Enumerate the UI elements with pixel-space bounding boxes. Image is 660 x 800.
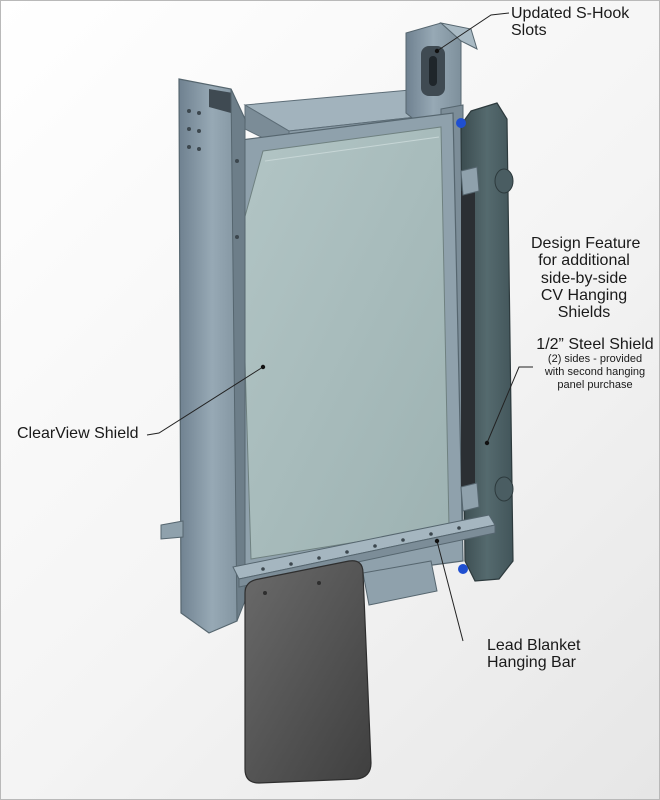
steel-side-shield <box>456 102 514 582</box>
label-design-line4: CV Hanging <box>540 286 628 304</box>
bolt-icon <box>458 564 468 574</box>
bolt-icon <box>456 118 466 128</box>
clearview-glass <box>240 126 450 560</box>
leader-steel-shield <box>486 366 533 444</box>
label-steel-line1: (2) sides - provided <box>547 353 643 366</box>
label-design-line2: for additional <box>538 252 630 270</box>
label-steel-title: 1/2” Steel Shield <box>536 336 654 353</box>
label-s-hook-line1: Updated S-Hook <box>511 5 630 22</box>
label-design-feature: Design Feature for additional side-by-si… <box>531 235 641 322</box>
lead-blanket <box>244 560 372 784</box>
label-lead-line1: Lead Blanket <box>487 637 581 654</box>
label-clearview: ClearView Shield <box>17 425 139 442</box>
leader-lead-bar <box>436 540 464 642</box>
leader-clearview <box>146 366 264 436</box>
label-design-line1: Design Feature <box>531 235 641 252</box>
label-design-line3: side-by-side <box>540 269 628 287</box>
label-lead-line2: Hanging Bar <box>487 654 576 672</box>
label-steel-shield: 1/2” Steel Shield (2) sides - provided w… <box>533 336 657 391</box>
label-design-line5: Shields <box>557 304 611 322</box>
left-upright-post <box>160 78 246 634</box>
leader-lines <box>146 12 533 642</box>
label-s-hook: Updated S-Hook Slots <box>511 5 629 40</box>
label-lead-blanket: Lead Blanket Hanging Bar <box>487 637 580 672</box>
label-steel-line2: with second hanging <box>544 365 646 378</box>
label-steel-line3: panel purchase <box>557 378 633 391</box>
label-s-hook-line2: Slots <box>511 22 547 40</box>
leader-s-hook <box>436 12 510 52</box>
